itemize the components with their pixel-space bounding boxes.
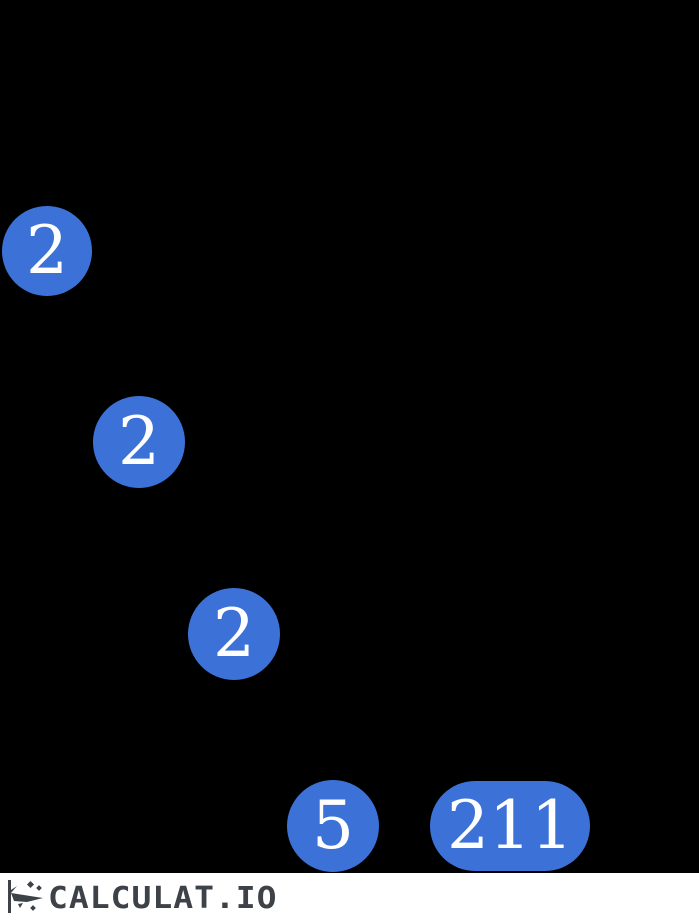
calculatio-logo: CALCULAT.IO — [6, 878, 278, 917]
logo-text: CALCULAT.IO — [48, 879, 278, 915]
factor-node-value: 211 — [447, 787, 573, 864]
factor-node-value: 5 — [312, 787, 354, 864]
factor-node: 2 — [93, 396, 185, 488]
factor-node-value: 2 — [213, 595, 255, 672]
factor-node: 211 — [430, 781, 590, 871]
factor-node-value: 2 — [118, 403, 160, 480]
footer-bar: CALCULAT.IO — [0, 873, 699, 921]
factor-node: 2 — [2, 206, 92, 296]
origami-bird-icon — [8, 880, 43, 913]
factor-node: 5 — [287, 780, 379, 872]
factor-node: 2 — [188, 588, 280, 680]
factor-node-value: 2 — [26, 212, 68, 289]
